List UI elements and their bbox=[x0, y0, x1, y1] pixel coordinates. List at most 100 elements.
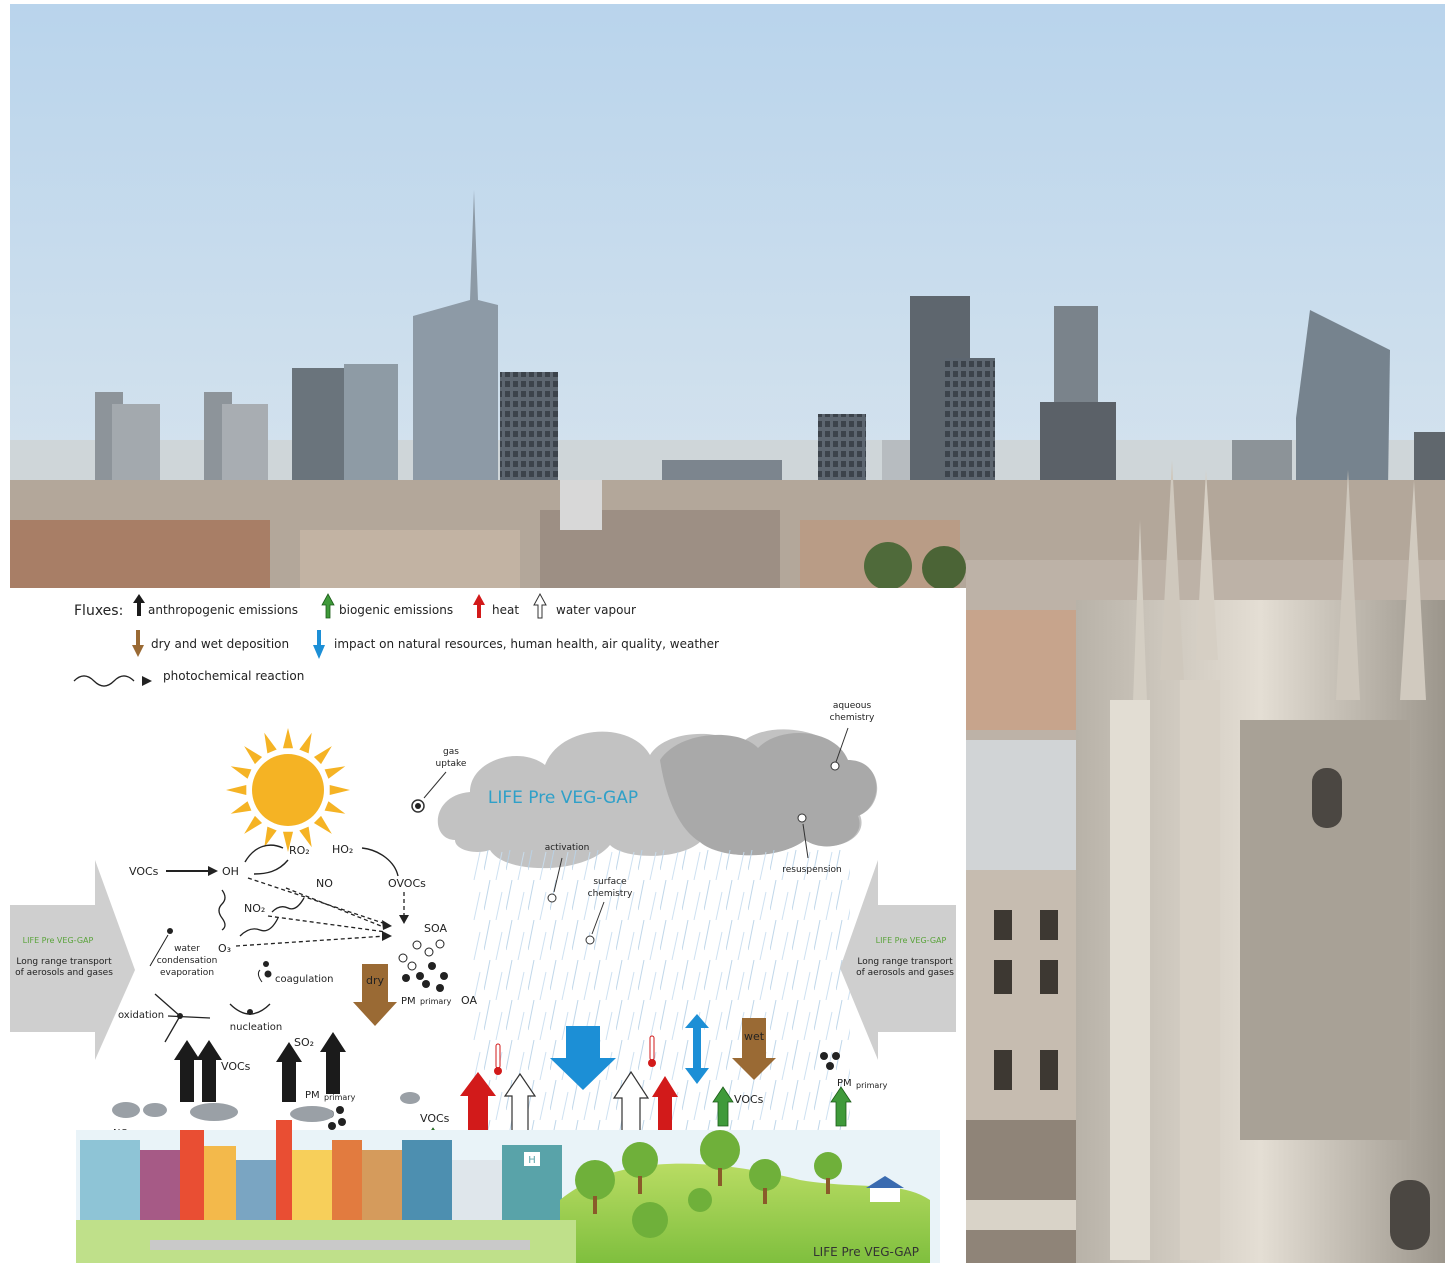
impact-arrow-icon bbox=[313, 630, 325, 659]
heat-arrow-icon bbox=[473, 594, 485, 618]
chem-oh: OH bbox=[222, 865, 239, 878]
sun-ray bbox=[299, 826, 312, 848]
chemistry-scheme: VOCs OH RO₂ HO₂ NO OVOCs NO₂ SOA O₃ bbox=[118, 843, 477, 1043]
impact-arrow-double bbox=[685, 1014, 709, 1084]
emission-pm-right-sub: primary bbox=[856, 1081, 888, 1090]
sun-ray bbox=[230, 766, 252, 779]
dry-label: dry bbox=[366, 974, 385, 987]
heat-arrow-park bbox=[652, 1076, 678, 1134]
legend-deposition: dry and wet deposition bbox=[151, 637, 289, 651]
sun-ray bbox=[282, 831, 294, 852]
emission-vocs-park: VOCs bbox=[734, 1093, 764, 1106]
legend: Fluxes: anthropogenic emissions biogenic… bbox=[73, 592, 719, 687]
left-panel-line-1: Long range transport bbox=[16, 957, 112, 967]
chem-coagulation: coagulation bbox=[275, 974, 334, 985]
emission-pm-right: PM bbox=[837, 1078, 852, 1089]
sun-ray bbox=[324, 766, 346, 779]
left-panel-brand: LIFE Pre VEG-GAP bbox=[23, 936, 94, 945]
left-panel-line-2: of aerosols and gases bbox=[15, 968, 113, 978]
gas-uptake-label-2: uptake bbox=[436, 759, 467, 769]
chem-water-2: condensation bbox=[157, 956, 218, 966]
photochemical-wave-icon bbox=[73, 675, 135, 687]
gas-uptake-label-1: gas bbox=[443, 747, 459, 757]
soa-particles bbox=[398, 939, 448, 992]
chem-vocs: VOCs bbox=[129, 865, 159, 878]
chem-soa: SOA bbox=[424, 922, 447, 935]
sun-icon bbox=[226, 728, 350, 852]
sun-ray bbox=[244, 746, 263, 765]
legend-water-vapour: water vapour bbox=[556, 603, 636, 617]
legend-photochemical: photochemical reaction bbox=[163, 669, 304, 683]
sun-ray bbox=[282, 728, 294, 749]
resuspension-label: resuspension bbox=[782, 865, 841, 875]
wet-deposition-arrow bbox=[732, 1018, 776, 1080]
heat-arrow-city bbox=[460, 1072, 496, 1134]
wet-label: wet bbox=[744, 1030, 765, 1043]
chem-oa: OA bbox=[461, 994, 477, 1007]
sun-ray bbox=[264, 732, 277, 754]
emission-vocs-left: VOCs bbox=[221, 1060, 251, 1073]
chem-no2: NO₂ bbox=[244, 902, 265, 915]
chem-water-3: evaporation bbox=[160, 968, 214, 978]
anthropogenic-arrow-icon bbox=[133, 594, 145, 616]
chem-pm: PM bbox=[401, 996, 416, 1007]
rain bbox=[470, 850, 850, 1130]
sun-ray bbox=[226, 784, 247, 796]
right-panel-brand: LIFE Pre VEG-GAP bbox=[876, 936, 947, 945]
right-panel-line-2: of aerosols and gases bbox=[856, 968, 954, 978]
chem-pm-sub: primary bbox=[420, 997, 452, 1006]
aqueous-label-1: aqueous bbox=[833, 701, 872, 711]
right-panel-line-1: Long range transport bbox=[857, 957, 953, 967]
sun-ray bbox=[324, 801, 346, 814]
chem-water-1: water bbox=[174, 944, 200, 954]
legend-anthropogenic: anthropogenic emissions bbox=[148, 603, 298, 617]
sun-ray bbox=[313, 746, 332, 765]
water-vapour-arrow-icon bbox=[533, 592, 547, 619]
city-photo bbox=[10, 4, 1445, 1263]
legend-impact: impact on natural resources, human healt… bbox=[334, 637, 719, 651]
ground-scene: H bbox=[76, 1092, 940, 1263]
cloud: LIFE Pre VEG-GAP bbox=[437, 729, 878, 1130]
sun-ray bbox=[230, 801, 252, 814]
chem-oxidation: oxidation bbox=[118, 1010, 164, 1021]
deposition-arrow-icon bbox=[132, 630, 144, 657]
dry-deposition-arrow bbox=[353, 964, 397, 1026]
left-transport-panel: LIFE Pre VEG-GAP Long range transport of… bbox=[10, 860, 135, 1060]
house bbox=[870, 1186, 900, 1202]
legend-heat: heat bbox=[492, 603, 519, 617]
city-buildings: H bbox=[80, 1120, 562, 1220]
infographic: Fluxes: anthropogenic emissions biogenic… bbox=[10, 588, 966, 1263]
svg-text:H: H bbox=[528, 1155, 536, 1166]
right-transport-panel: LIFE Pre VEG-GAP Long range transport of… bbox=[840, 860, 956, 1060]
emission-so2: SO₂ bbox=[294, 1036, 314, 1049]
emission-pm-sub: primary bbox=[324, 1093, 356, 1102]
cloud-brand-label: LIFE Pre VEG-GAP bbox=[488, 788, 638, 808]
sun-ray bbox=[313, 815, 332, 834]
sun-ray bbox=[299, 732, 312, 754]
activation-label: activation bbox=[545, 843, 590, 853]
sun-ray bbox=[264, 826, 277, 848]
aqueous-label-2: chemistry bbox=[830, 713, 875, 723]
skyline bbox=[95, 190, 1445, 514]
legend-title: Fluxes: bbox=[74, 603, 123, 619]
legend-biogenic: biogenic emissions bbox=[339, 603, 453, 617]
flux-arrows: dry VOCs SO₂ PM primary NO₂ VOCs bbox=[90, 964, 888, 1198]
surface-label-2: chemistry bbox=[588, 889, 633, 899]
footer-brand: LIFE Pre VEG-GAP bbox=[813, 1245, 919, 1259]
sun-ray bbox=[244, 815, 263, 834]
chem-ro2: RO₂ bbox=[289, 844, 310, 857]
emission-pm: PM bbox=[305, 1090, 320, 1101]
trees bbox=[575, 1130, 842, 1238]
chem-o3: O₃ bbox=[218, 942, 231, 955]
biogenic-arrow-icon bbox=[321, 593, 335, 619]
surface-label-1: surface bbox=[593, 877, 627, 887]
chem-ho2: HO₂ bbox=[332, 843, 353, 856]
emission-vocs-city: VOCs bbox=[420, 1112, 450, 1125]
chem-no: NO bbox=[316, 877, 333, 890]
impact-arrow-large bbox=[550, 1026, 616, 1090]
chem-ovocs: OVOCs bbox=[388, 877, 426, 890]
cathedral bbox=[1076, 460, 1445, 1263]
sun-ray bbox=[329, 784, 350, 796]
chem-nucleation: nucleation bbox=[230, 1022, 282, 1033]
